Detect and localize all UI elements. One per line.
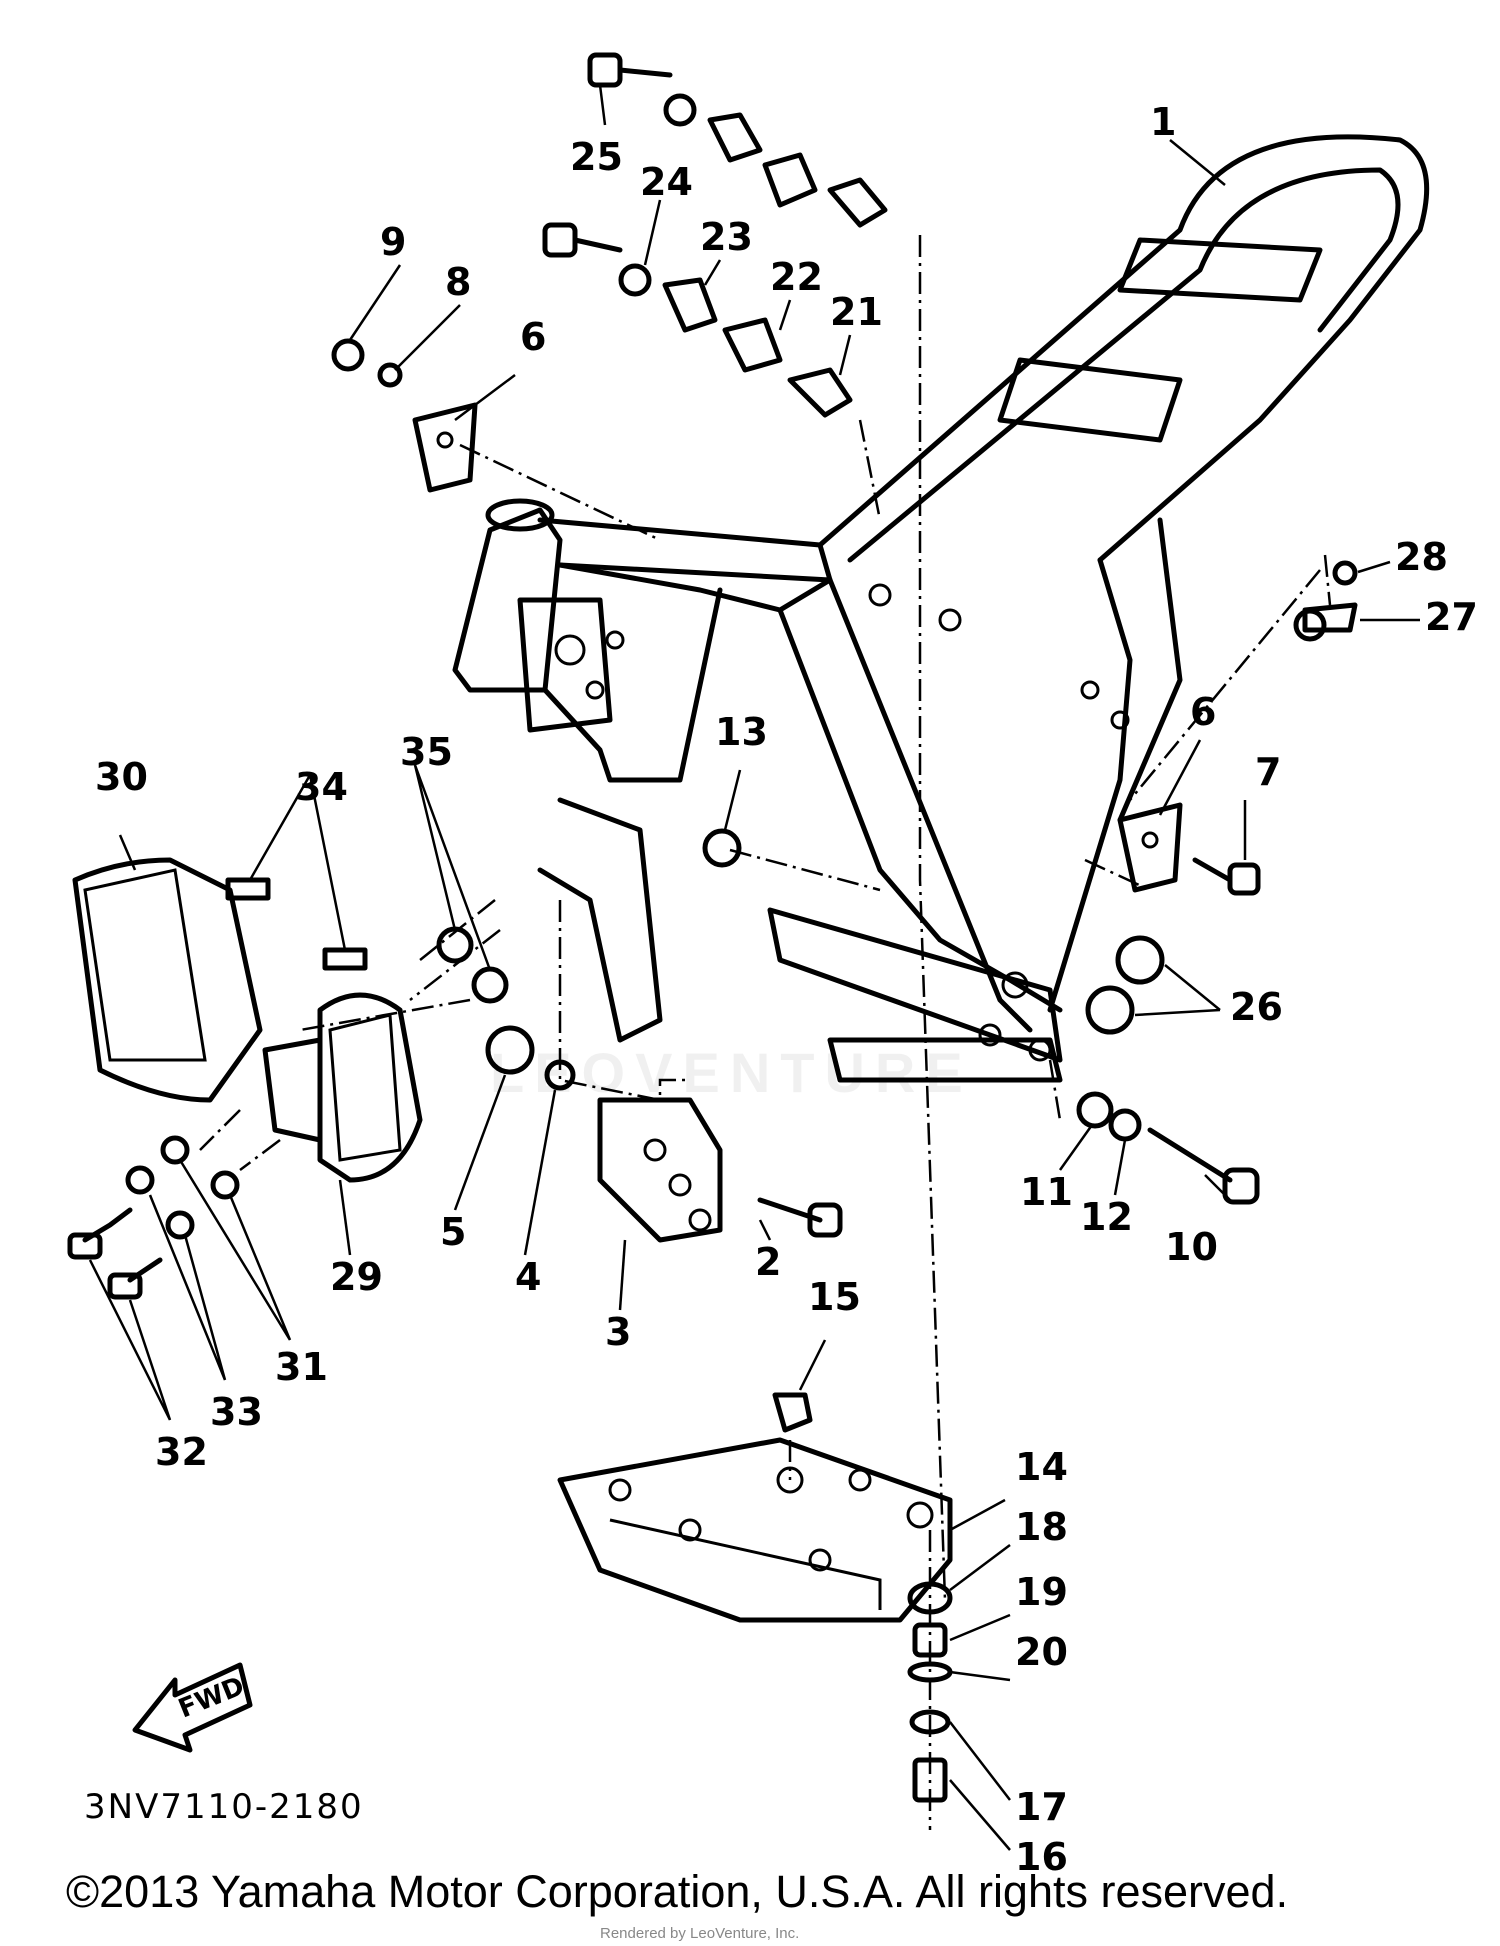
callout-5: 5 [440,1210,466,1254]
callout-22: 22 [770,255,823,299]
watermark: LEOVENTURE [490,1041,973,1104]
callout-17: 17 [1015,1785,1068,1829]
callout-23: 23 [700,215,753,259]
callout-11: 11 [1020,1170,1073,1214]
callout-29: 29 [330,1255,383,1299]
skid-plate [557,1437,953,1623]
callout-19: 19 [1015,1570,1068,1614]
callout-7: 7 [1255,750,1281,794]
callout-33: 33 [210,1390,263,1434]
frame-drawing [452,134,1430,1083]
callout-35: 35 [400,730,453,774]
callout-14: 14 [1015,1445,1068,1489]
headlights [72,857,423,1183]
fwd-arrow [132,1662,253,1753]
callout-10: 10 [1165,1225,1218,1269]
callout-12: 12 [1080,1195,1133,1239]
callout-4: 4 [515,1255,541,1299]
callout-9: 9 [380,220,406,264]
callout-31: 31 [275,1345,328,1389]
callout-18: 18 [1015,1505,1068,1549]
small-parts [67,52,1358,1803]
assembly-lines [199,235,1332,1830]
callout-6a: 6 [520,315,546,359]
render-note: Rendered by LeoVenture, Inc. [600,1925,800,1942]
callout-16: 16 [1015,1835,1068,1879]
callout-20: 20 [1015,1630,1068,1674]
diagram-code: 3NV7110-2180 [84,1787,364,1827]
callout-15: 15 [808,1275,861,1319]
callout-34: 34 [295,765,348,809]
callout-26: 26 [1230,985,1283,1029]
callout-2: 2 [755,1240,781,1284]
callout-30: 30 [95,755,148,799]
callout-8: 8 [445,260,471,304]
leader-lines [88,84,1420,1851]
callout-27: 27 [1425,595,1478,639]
callout-3: 3 [605,1310,631,1354]
callout-1: 1 [1150,100,1176,144]
callout-numbers: 1 2 3 4 5 6 6 7 8 9 10 11 12 13 14 15 16… [95,100,1478,1879]
callout-32: 32 [155,1430,208,1474]
callout-6b: 6 [1190,690,1216,734]
copyright-notice: ©2013 Yamaha Motor Corporation, U.S.A. A… [66,1866,1289,1917]
callout-13: 13 [715,710,768,754]
callout-24: 24 [640,160,693,204]
callout-28: 28 [1395,535,1448,579]
callout-25: 25 [570,135,623,179]
callout-21: 21 [830,290,883,334]
